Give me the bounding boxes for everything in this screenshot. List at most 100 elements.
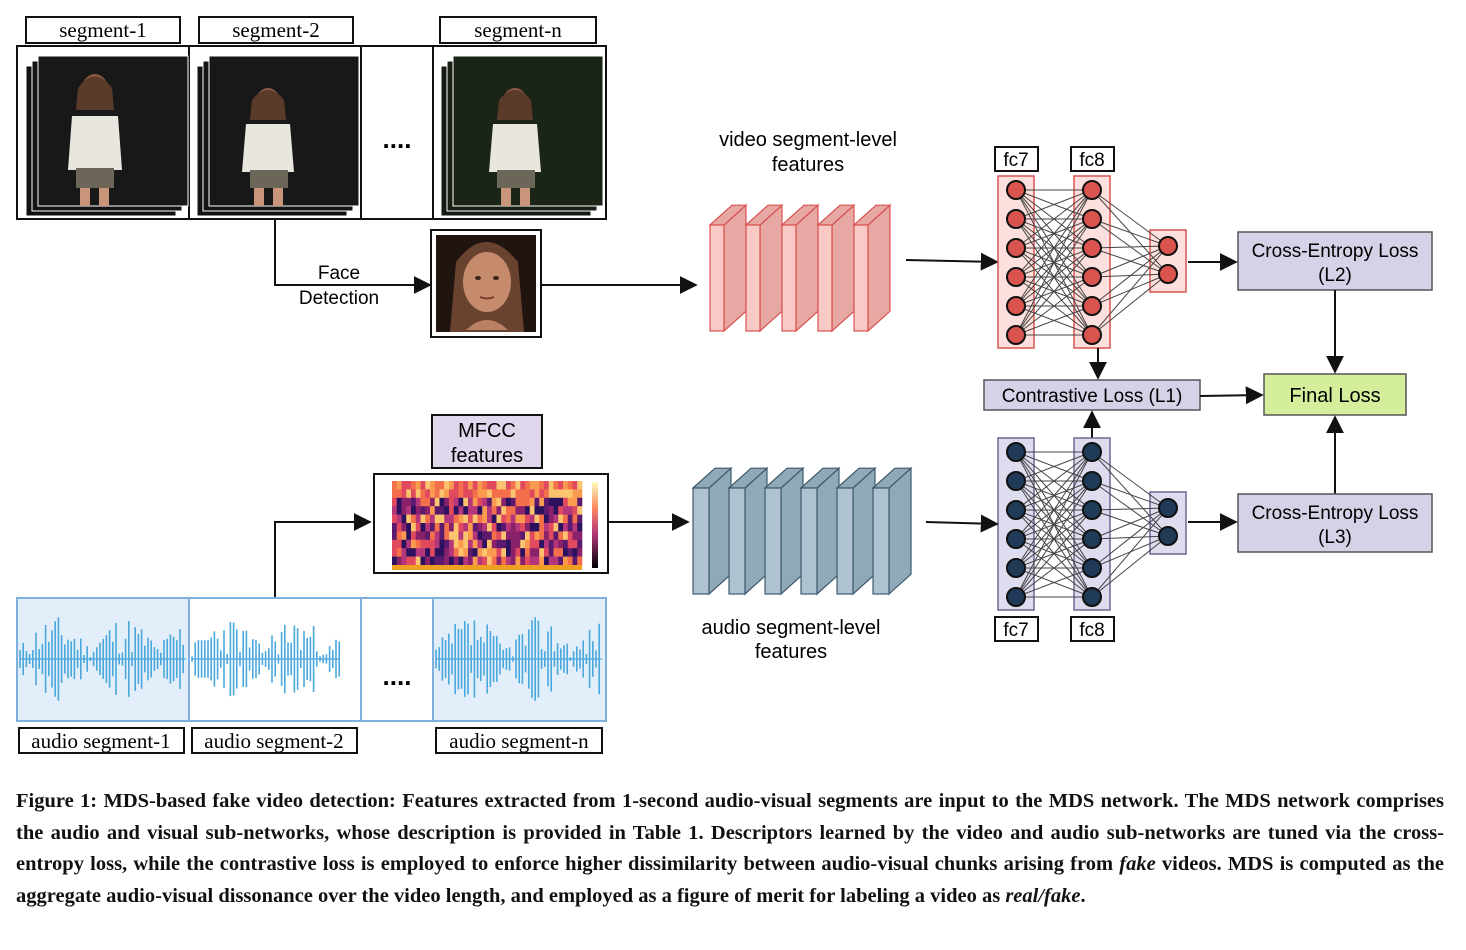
neuron	[1006, 558, 1026, 578]
mfcc-cell	[434, 531, 440, 541]
mfcc-cell	[420, 523, 426, 532]
mfcc-cell	[392, 489, 398, 499]
mfcc-cell	[468, 548, 474, 557]
mfcc-cell	[510, 556, 516, 566]
mfcc-cell	[553, 506, 559, 515]
mfcc-cell	[539, 556, 545, 566]
mfcc-cell	[453, 548, 459, 557]
mfcc-cell	[463, 481, 469, 490]
mfcc-cell	[406, 548, 412, 557]
mfcc-cell	[506, 489, 512, 499]
mfcc-cell	[468, 531, 474, 541]
mfcc-cell	[525, 531, 531, 541]
feature-block	[709, 224, 725, 332]
mfcc-cell	[415, 514, 421, 524]
cross-entropy-l3-line2: (L3)	[1318, 527, 1352, 548]
mfcc-cell	[406, 556, 412, 566]
mfcc-cell	[544, 497, 550, 507]
mfcc-cell	[539, 506, 545, 515]
mfcc-cell	[496, 514, 502, 524]
mfcc-cell	[496, 531, 502, 541]
mfcc-cell	[487, 497, 493, 507]
face-detection-label-1: Face	[318, 263, 360, 284]
mfcc-cell	[392, 506, 398, 515]
caption-fake-word: fake	[1119, 853, 1156, 875]
mfcc-cell	[572, 481, 578, 490]
mfcc-cell	[572, 539, 578, 549]
mfcc-cell	[529, 489, 535, 499]
connection	[1015, 451, 1093, 482]
mfcc-cell	[572, 548, 578, 557]
mfcc-cell	[548, 497, 554, 507]
mfcc-cell	[477, 489, 483, 499]
mfcc-cell	[396, 489, 402, 499]
mfcc-cell	[411, 523, 417, 532]
mfcc-cell	[487, 531, 493, 541]
mfcc-cell	[463, 548, 469, 557]
mfcc-cell	[487, 506, 493, 515]
neuron	[1006, 267, 1026, 287]
video-fc8-label-box	[1070, 146, 1115, 172]
video-fc7-label: fc7	[1003, 150, 1028, 171]
mfcc-cell	[406, 523, 412, 532]
mfcc-cell	[415, 497, 421, 507]
connection	[1091, 245, 1169, 336]
mfcc-cell	[458, 497, 464, 507]
mfcc-cell	[392, 548, 398, 557]
mfcc-cell	[491, 556, 497, 566]
mfcc-cell	[496, 539, 502, 549]
mfcc-cell	[406, 489, 412, 499]
mfcc-cell	[487, 514, 493, 524]
mfcc-cell	[534, 489, 540, 499]
mfcc-cell	[558, 531, 564, 541]
mfcc-cell	[444, 497, 450, 507]
mfcc-cell	[420, 531, 426, 541]
connection	[1015, 567, 1093, 598]
mfcc-cell	[401, 548, 407, 557]
mfcc-cell	[563, 531, 569, 541]
mfcc-cell	[501, 489, 507, 499]
audio-segment-n-label: audio segment-n	[449, 729, 589, 753]
mfcc-cell	[577, 514, 583, 524]
mfcc-cell	[468, 481, 474, 490]
mfcc-cell	[534, 497, 540, 507]
mfcc-cell	[520, 523, 526, 532]
mfcc-cell	[420, 497, 426, 507]
mfcc-cell	[501, 531, 507, 541]
mfcc-cell	[491, 497, 497, 507]
mfcc-cell	[544, 489, 550, 499]
connection	[1091, 535, 1169, 598]
mfcc-cell	[458, 556, 464, 566]
mfcc-cell	[449, 481, 455, 490]
mfcc-cell	[572, 556, 578, 566]
mfcc-cell	[515, 489, 521, 499]
mfcc-cell	[529, 506, 535, 515]
mfcc-cell	[491, 531, 497, 541]
mfcc-cell	[411, 539, 417, 549]
feature-block	[853, 224, 869, 332]
feature-block	[872, 487, 890, 595]
mfcc-cell	[449, 548, 455, 557]
connection	[1015, 189, 1093, 249]
mfcc-cell	[563, 548, 569, 557]
mfcc-cell	[577, 548, 583, 557]
mfcc-cell	[534, 531, 540, 541]
mfcc-cell	[444, 531, 450, 541]
feature-block-side	[831, 203, 855, 333]
mfcc-cell	[430, 523, 436, 532]
mfcc-cell	[477, 481, 483, 490]
mfcc-cell	[468, 489, 474, 499]
mfcc-cell	[434, 497, 440, 507]
mfcc-cell	[439, 556, 445, 566]
mfcc-cell	[472, 531, 478, 541]
audio-features-label-2: features	[755, 641, 827, 663]
mfcc-cell	[411, 556, 417, 566]
mfcc-cell	[458, 548, 464, 557]
mfcc-cell	[534, 523, 540, 532]
mfcc-cell	[453, 481, 459, 490]
mfcc-cell	[453, 514, 459, 524]
mfcc-cell	[496, 497, 502, 507]
video-fc7-label-box	[994, 146, 1039, 172]
mfcc-cell	[496, 489, 502, 499]
caption-real-fake: real/fake	[1005, 884, 1081, 907]
